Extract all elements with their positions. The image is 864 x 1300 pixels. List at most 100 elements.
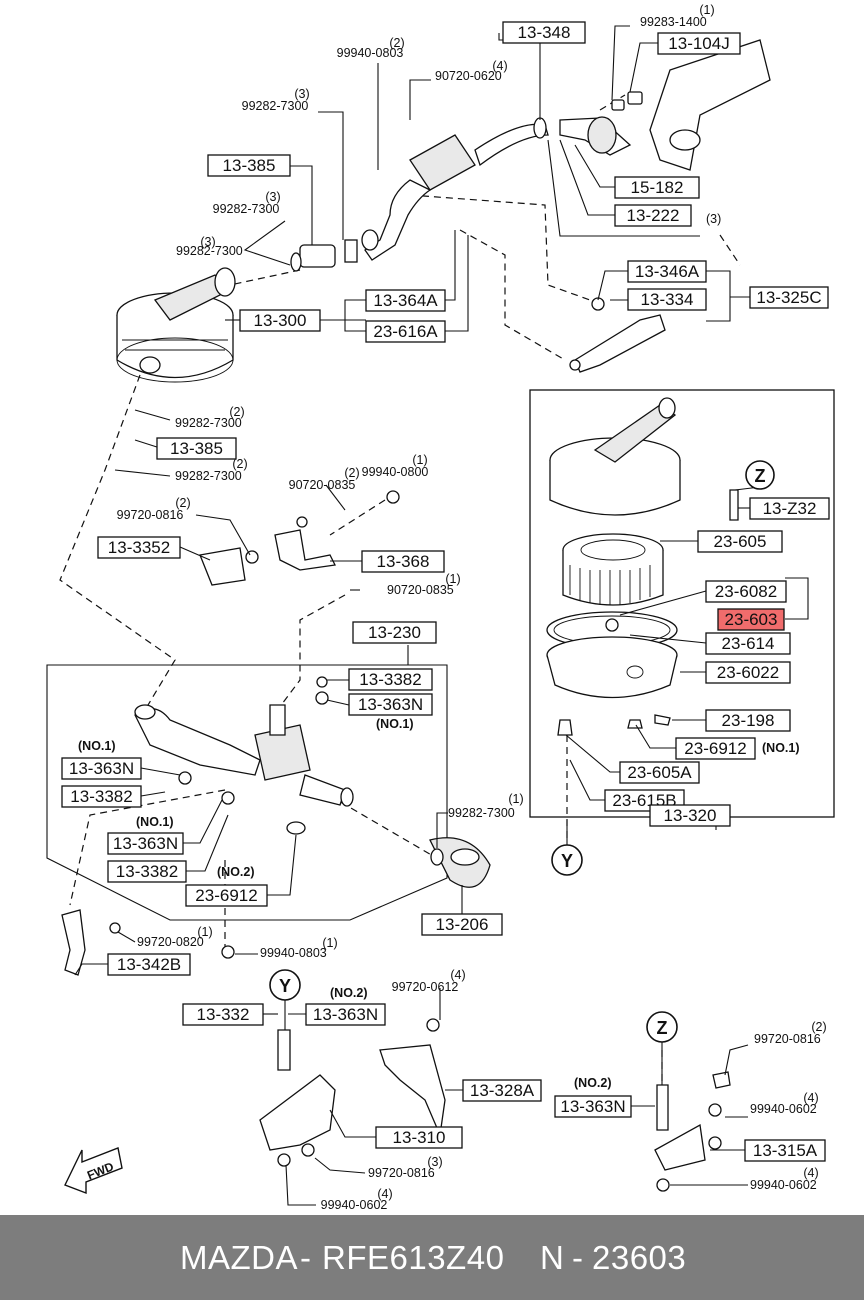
valve-group-frame — [46, 664, 448, 921]
part-label-13-3382b: 13-3382 — [61, 785, 142, 808]
separator: - — [572, 1239, 584, 1276]
hardware-part-number: 90720-0620 — [435, 69, 502, 83]
hardware-label: (4)99940-0602 — [750, 1091, 819, 1116]
hardware-label: (3)99282-7300 — [242, 87, 310, 113]
part-label-13-320: 13-320 — [649, 804, 731, 827]
quantity-text: (1) — [508, 792, 523, 806]
part-label-13-363nb: 13-363N — [61, 757, 142, 780]
part-label-text: 13-320 — [664, 806, 717, 825]
quantity-text: (1) — [322, 936, 337, 950]
hardware-part-number: 99720-0816 — [117, 508, 184, 522]
part-label-text: 13-222 — [627, 206, 680, 225]
position-label: (NO.2) — [217, 865, 255, 879]
part-label-23-198: 23-198 — [705, 709, 791, 732]
quantity-text: (3) — [427, 1155, 442, 1169]
quantity-text: (2) — [389, 36, 404, 50]
part-label-13-385a: 13-385 — [207, 154, 291, 177]
hardware-part-number: 99720-0816 — [754, 1032, 821, 1046]
part-label-13-328a: 13-328A — [462, 1079, 542, 1102]
part-label-text: 23-198 — [722, 711, 775, 730]
hardware-part-number: 90720-0835 — [387, 583, 454, 597]
part-label-13-368: 13-368 — [361, 550, 445, 573]
part-label-23-6022: 23-6022 — [705, 661, 791, 684]
part-label-13-363na: 13-363N — [348, 693, 433, 716]
svg-text:Z: Z — [755, 466, 766, 486]
part-label-text: 13-310 — [393, 1128, 446, 1147]
reference-number: 23603 — [592, 1239, 687, 1276]
part-label-text: 13-363N — [560, 1097, 625, 1116]
position-labels: (NO.1)(NO.1)(NO.1)(NO.1)(NO.2)(NO.2)(NO.… — [78, 717, 800, 1090]
part-label-text: 13-Z32 — [763, 499, 817, 518]
part-label-13-364a: 13-364A — [365, 289, 446, 312]
air-cleaner-assembly — [116, 267, 236, 383]
quantity-text: (2) — [232, 457, 247, 471]
quantity-text: (4) — [803, 1166, 818, 1180]
part-label-23-603: 23-603 — [717, 608, 785, 631]
part-label-13-332: 13-332 — [182, 1003, 264, 1026]
part-label-text: 13-3382 — [70, 787, 132, 806]
part-label-text: 13-315A — [753, 1141, 818, 1160]
part-label-text: 13-3382 — [116, 862, 178, 881]
part-label-text: 13-325C — [756, 288, 821, 307]
hardware-label: (2)99940-0803 — [337, 36, 405, 60]
part-label-text: 13-206 — [436, 915, 489, 934]
bracket-13-342b — [61, 909, 235, 976]
part-label-text: 23-605 — [714, 532, 767, 551]
part-label-text: 13-385 — [170, 439, 223, 458]
hose-13-206 — [429, 837, 491, 888]
part-label-text: 13-3352 — [108, 538, 170, 557]
part-label-text: 13-332 — [197, 1005, 250, 1024]
part-label-text: 13-3382 — [359, 670, 421, 689]
hardware-label: (1)99940-0803 — [260, 936, 338, 960]
intake-duct — [290, 123, 549, 272]
quantity-text: (1) — [197, 925, 212, 939]
part-number: RFE613Z40 — [322, 1239, 505, 1276]
position-label: (NO.1) — [376, 717, 414, 731]
bracket-13-310 — [259, 1029, 336, 1167]
hardware-labels: (1)99283-1400(2)99940-0803(4)90720-0620(… — [117, 3, 827, 1212]
quantity-text: (2) — [811, 1020, 826, 1034]
hardware-part-number: 90720-0835 — [289, 478, 356, 492]
part-label-23-614: 23-614 — [705, 632, 791, 655]
hardware-part-number: 99282-7300 — [175, 469, 242, 483]
part-label-text: 23-614 — [722, 634, 775, 653]
part-label-13-z32: 13-Z32 — [749, 497, 830, 520]
part-label-15-182: 15-182 — [614, 176, 700, 199]
bracket-13-368 — [274, 490, 400, 571]
part-label-13-3352: 13-3352 — [97, 536, 181, 559]
quantity-text: (4) — [450, 968, 465, 982]
svg-text:Y: Y — [561, 851, 573, 871]
part-label-text: 13-363N — [69, 759, 134, 778]
hardware-part-number: 99720-0820 — [137, 935, 204, 949]
quantity-text: (4) — [377, 1187, 392, 1201]
brand-label: MAZDA — [180, 1239, 298, 1276]
hardware-part-number: 99940-0602 — [750, 1178, 817, 1192]
bracket-13-3352 — [199, 547, 259, 586]
part-label-13-3382a: 13-3382 — [348, 668, 433, 691]
part-label-13-363nd: 13-363N — [305, 1003, 386, 1026]
hardware-part-number: 99282-7300 — [176, 244, 243, 258]
position-label: (NO.2) — [574, 1076, 612, 1090]
hardware-label: (4)99940-0602 — [750, 1166, 819, 1192]
part-label-13-315a: 13-315A — [744, 1139, 826, 1162]
hardware-label: (3)99282-7300 — [213, 190, 281, 216]
part-label-text: 23-616A — [373, 322, 438, 341]
part-label-text: 13-328A — [470, 1081, 535, 1100]
fwd-arrow-icon: FWD — [64, 1147, 123, 1195]
part-label-13-342b: 13-342B — [107, 953, 191, 976]
part-label-text: 23-6022 — [717, 663, 779, 682]
position-label: (NO.2) — [330, 986, 368, 1000]
hardware-label: (1)99282-7300 — [448, 792, 524, 820]
part-label-text: 13-300 — [254, 311, 307, 330]
part-label-23-605a: 23-605A — [619, 761, 700, 784]
hardware-part-number: 99940-0800 — [362, 465, 429, 479]
hardware-label: (1)99940-0800 — [362, 453, 429, 479]
part-label-text: 13-348 — [518, 23, 571, 42]
air-cleaner-exploded — [546, 397, 739, 736]
hardware-part-number: 99282-7300 — [175, 416, 242, 430]
part-label-text: 13-334 — [641, 290, 694, 309]
hardware-part-number: 99282-7300 — [213, 202, 280, 216]
hardware-label: (2)99720-0816 — [754, 1020, 827, 1046]
resonator-hoses — [533, 39, 771, 171]
hardware-part-number: 99940-0602 — [321, 1198, 388, 1212]
